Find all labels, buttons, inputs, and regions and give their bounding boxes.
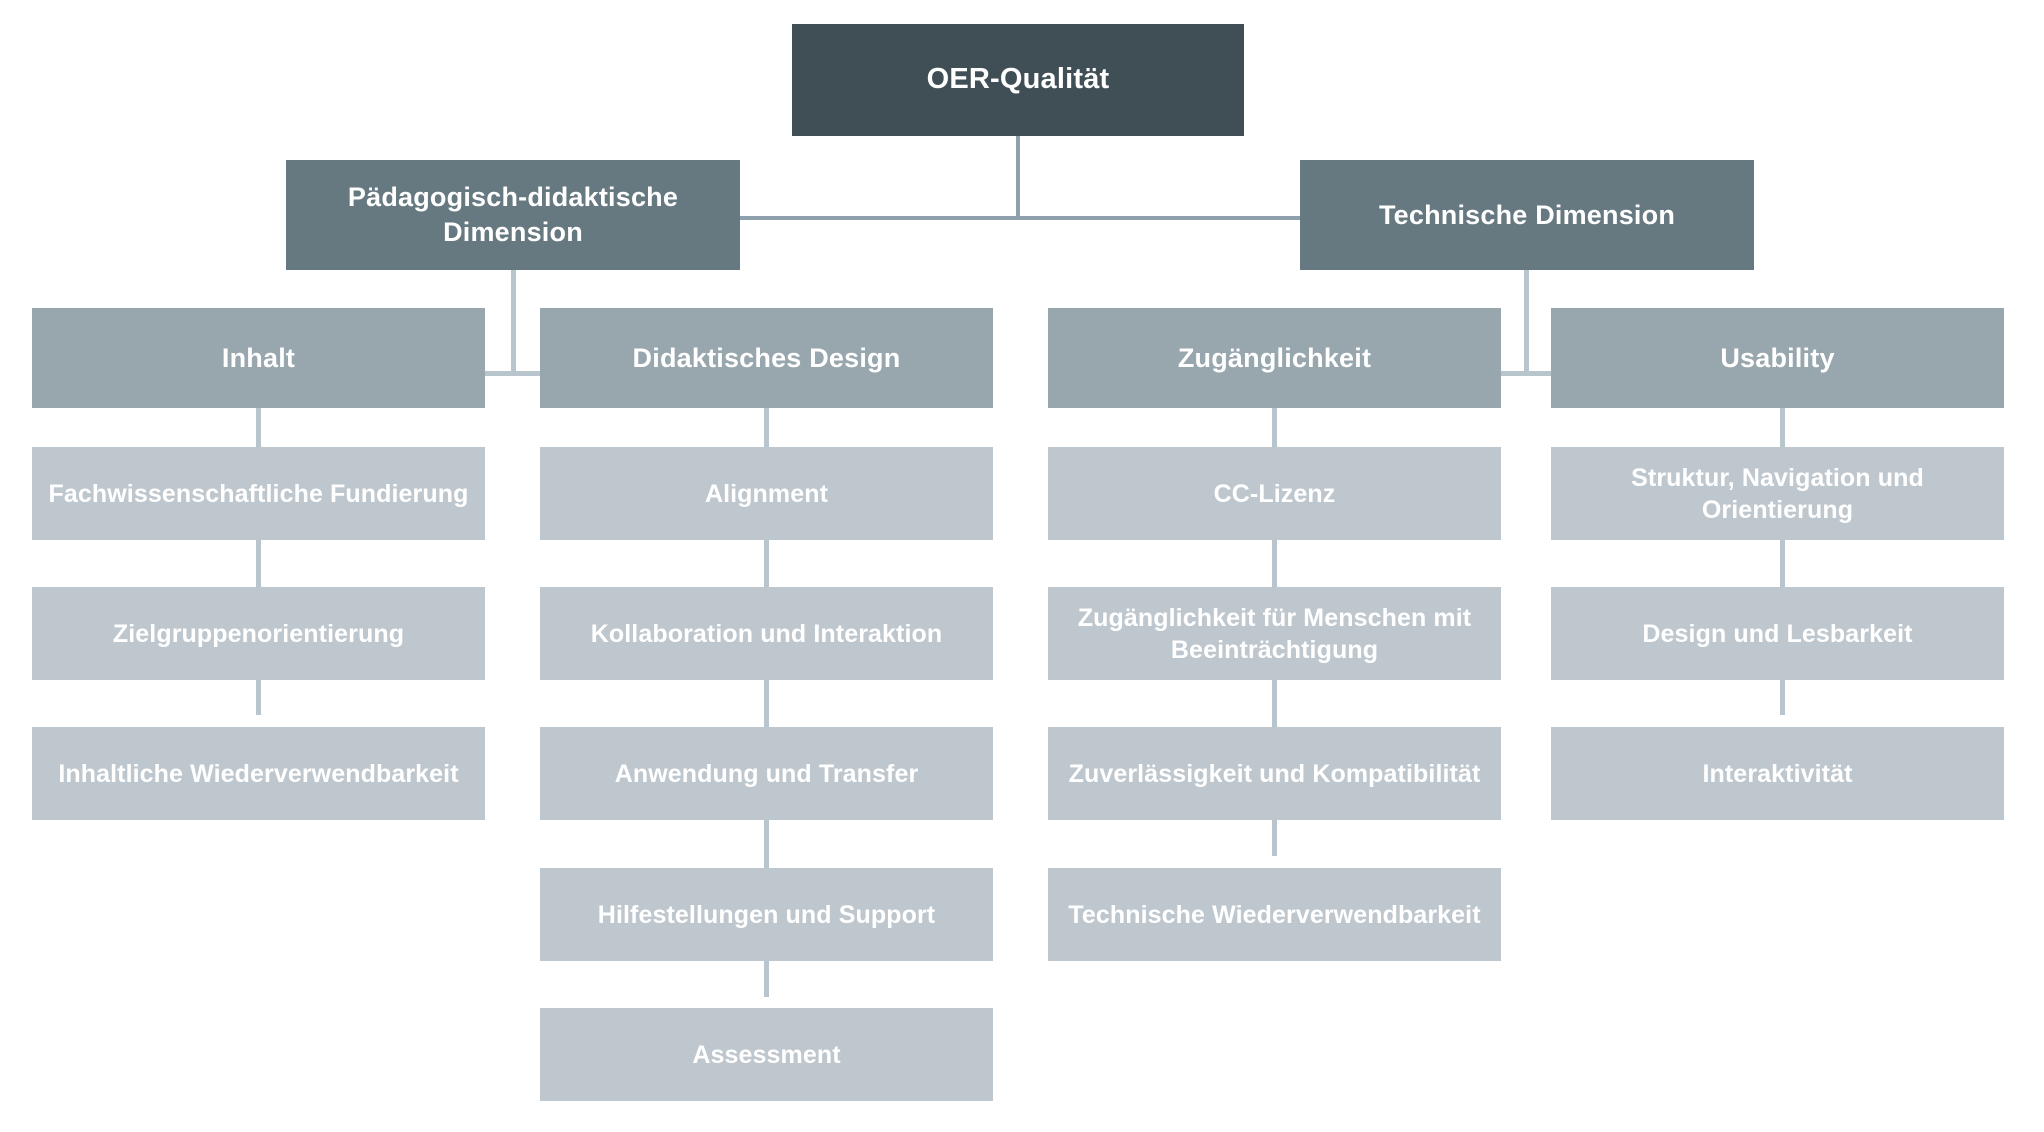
node-item-inhaltliche-wiederverwendbarkeit[interactable]: Inhaltliche Wiederverwendbarkeit — [32, 727, 485, 820]
node-item-anwendung-und-transfer[interactable]: Anwendung und Transfer — [540, 727, 993, 820]
connector-column-1-spine — [256, 408, 261, 715]
node-item-interaktivitaet[interactable]: Interaktivität — [1551, 727, 2004, 820]
connector-ped-dimension-stem — [511, 270, 516, 375]
node-category-inhalt[interactable]: Inhalt — [32, 308, 485, 408]
node-label: Zielgruppenorientierung — [112, 619, 405, 648]
node-label: Zugänglichkeit — [1177, 342, 1372, 373]
node-label: Design und Lesbarkeit — [1642, 619, 1913, 648]
node-root-oer-qualitaet[interactable]: OER-Qualität — [792, 24, 1244, 136]
node-item-assessment[interactable]: Assessment — [540, 1008, 993, 1101]
node-label: Hilfestellungen und Support — [597, 900, 936, 929]
node-label: OER-Qualität — [926, 63, 1110, 96]
connector-tech-dimension-crossbar — [1497, 371, 1554, 376]
node-label: Alignment — [704, 479, 829, 508]
node-item-alignment[interactable]: Alignment — [540, 447, 993, 540]
node-label: Technische Wiederverwendbarkeit — [1068, 900, 1481, 929]
connector-root-stem — [1016, 136, 1020, 220]
node-label: Inhaltliche Wiederverwendbarkeit — [58, 759, 459, 788]
node-item-cc-lizenz[interactable]: CC-Lizenz — [1048, 447, 1501, 540]
node-dimension-technische[interactable]: Technische Dimension — [1300, 160, 1754, 270]
node-item-technische-wiederverwendbarkeit[interactable]: Technische Wiederverwendbarkeit — [1048, 868, 1501, 961]
node-category-usability[interactable]: Usability — [1551, 308, 2004, 408]
connector-ped-dimension-crossbar — [485, 371, 542, 376]
node-label: Didaktisches Design — [632, 342, 901, 373]
connector-column-4-spine — [1780, 408, 1785, 715]
node-label: Technische Dimension — [1378, 199, 1676, 230]
node-item-zugaenglichkeit-fuer-menschen-mit-beeintraechtigung[interactable]: Zugänglichkeit für Menschen mit Beeinträ… — [1048, 587, 1501, 680]
node-label: Kollaboration und Interaktion — [590, 619, 943, 648]
node-label: Zugänglichkeit für Menschen mit Beeinträ… — [1077, 603, 1472, 664]
node-item-struktur-navigation-und-orientierung[interactable]: Struktur, Navigation und Orientierung — [1551, 447, 2004, 540]
node-label: CC-Lizenz — [1213, 479, 1336, 508]
node-label: Anwendung und Transfer — [614, 759, 919, 788]
connector-tech-dimension-stem — [1524, 270, 1529, 375]
node-label: Zuverlässigkeit und Kompatibilität — [1068, 759, 1481, 788]
node-item-zielgruppenorientierung[interactable]: Zielgruppenorientierung — [32, 587, 485, 680]
node-item-zuverlaessigkeit-und-kompatibilitaet[interactable]: Zuverlässigkeit und Kompatibilität — [1048, 727, 1501, 820]
node-label: Usability — [1720, 342, 1835, 373]
node-category-zugaenglichkeit[interactable]: Zugänglichkeit — [1048, 308, 1501, 408]
node-item-kollaboration-und-interaktion[interactable]: Kollaboration und Interaktion — [540, 587, 993, 680]
node-label: Inhalt — [221, 342, 296, 373]
node-label: Interaktivität — [1702, 759, 1853, 788]
node-label: Assessment — [692, 1040, 841, 1069]
node-dimension-paedagogisch-didaktische[interactable]: Pädagogisch-didaktische Dimension — [286, 160, 740, 270]
node-category-didaktisches-design[interactable]: Didaktisches Design — [540, 308, 993, 408]
connector-dimension-bus — [740, 216, 1302, 220]
node-item-fachwissenschaftliche-fundierung[interactable]: Fachwissenschaftliche Fundierung — [32, 447, 485, 540]
node-item-hilfestellungen-und-support[interactable]: Hilfestellungen und Support — [540, 868, 993, 961]
node-item-design-und-lesbarkeit[interactable]: Design und Lesbarkeit — [1551, 587, 2004, 680]
node-label: Pädagogisch-didaktische Dimension — [347, 182, 679, 247]
connector-column-2-spine — [764, 408, 769, 997]
node-label: Struktur, Navigation und Orientierung — [1631, 463, 1924, 524]
node-label: Fachwissenschaftliche Fundierung — [48, 479, 469, 508]
